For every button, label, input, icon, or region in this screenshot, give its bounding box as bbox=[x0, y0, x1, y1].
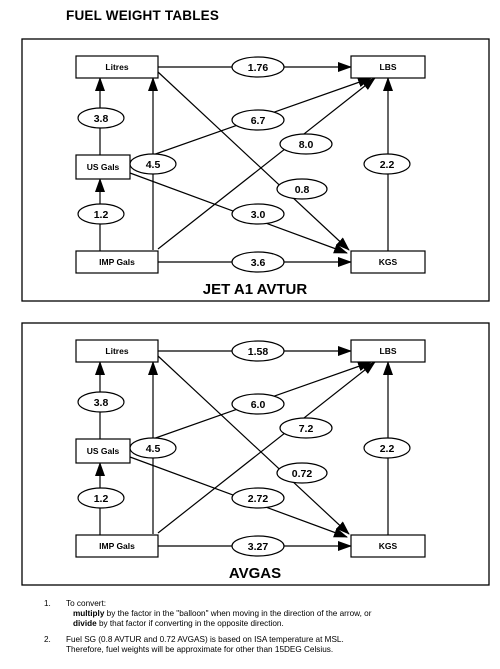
note-2: 2. Fuel SG (0.8 AVTUR and 0.72 AVGAS) is… bbox=[44, 635, 484, 655]
factor-balloon-usgals-lbs: 6.7 bbox=[231, 109, 285, 131]
diagram-title: JET A1 AVTUR bbox=[203, 281, 308, 298]
unit-label: US Gals bbox=[87, 446, 120, 456]
unit-box-usgals: US Gals bbox=[75, 438, 131, 464]
conversion-arrow bbox=[157, 355, 350, 535]
unit-box-litres: Litres bbox=[75, 339, 159, 363]
multiply-text: by the factor in the "balloon" when movi… bbox=[104, 609, 372, 619]
multiply-word: multiply bbox=[73, 609, 105, 619]
factor-value: 0.72 bbox=[292, 468, 313, 480]
factor-value: 3.0 bbox=[251, 209, 266, 221]
note-intro: To convert: bbox=[66, 599, 107, 608]
factor-value: 1.76 bbox=[248, 62, 269, 74]
factor-value: 4.5 bbox=[146, 443, 161, 455]
factor-balloon-impgals-litres: 4.5 bbox=[129, 437, 177, 459]
note-text: Therefore, fuel weights will be approxim… bbox=[66, 644, 334, 654]
unit-box-usgals: US Gals bbox=[75, 154, 131, 180]
notes: 1. To convert: multiply by the factor in… bbox=[44, 599, 484, 660]
unit-label: IMP Gals bbox=[99, 257, 135, 267]
unit-box-kgs: KGS bbox=[350, 250, 426, 274]
factor-value: 0.8 bbox=[295, 184, 310, 196]
diagram-title: AVGAS bbox=[229, 565, 281, 582]
unit-label: IMP Gals bbox=[99, 541, 135, 551]
factor-value: 2.2 bbox=[380, 159, 395, 171]
note-divide-line: divide by that factor if converting in t… bbox=[66, 619, 484, 629]
factor-balloon-impgals-litres: 4.5 bbox=[129, 153, 177, 175]
factor-value: 3.8 bbox=[94, 397, 109, 409]
divide-text: by that factor if converting in the oppo… bbox=[96, 619, 284, 629]
factor-value: 2.72 bbox=[248, 493, 269, 505]
factor-value: 4.5 bbox=[146, 159, 161, 171]
factor-value: 3.6 bbox=[251, 257, 266, 269]
factor-value: 3.8 bbox=[94, 113, 109, 125]
unit-label: KGS bbox=[379, 257, 398, 267]
page-title: FUEL WEIGHT TABLES bbox=[66, 8, 220, 23]
conversion-arrow bbox=[157, 361, 376, 534]
conversion-arrow bbox=[157, 77, 376, 250]
factor-balloon-litres-kgs: 0.72 bbox=[276, 462, 328, 484]
factor-value: 7.2 bbox=[299, 423, 314, 435]
factor-balloon-impgals-usgals: 1.2 bbox=[77, 203, 125, 225]
factor-value: 1.2 bbox=[94, 209, 109, 221]
unit-label: LBS bbox=[380, 62, 397, 72]
factor-balloon-impgals-usgals: 1.2 bbox=[77, 487, 125, 509]
unit-label: Litres bbox=[105, 346, 128, 356]
unit-box-lbs: LBS bbox=[350, 339, 426, 363]
factor-balloon-usgals-litres: 3.8 bbox=[77, 391, 125, 413]
note-text: Fuel SG (0.8 AVTUR and 0.72 AVGAS) is ba… bbox=[66, 634, 344, 644]
unit-box-lbs: LBS bbox=[350, 55, 426, 79]
factor-value: 6.0 bbox=[251, 399, 266, 411]
unit-label: KGS bbox=[379, 541, 398, 551]
diagram-frame bbox=[21, 322, 490, 586]
unit-box-kgs: KGS bbox=[350, 534, 426, 558]
factor-value: 1.2 bbox=[94, 493, 109, 505]
factor-value: 8.0 bbox=[299, 139, 314, 151]
unit-box-impgals: IMP Gals bbox=[75, 250, 159, 274]
factor-value: 6.7 bbox=[251, 115, 266, 127]
note-1: 1. To convert: multiply by the factor in… bbox=[44, 599, 484, 630]
factor-balloon-usgals-kgs: 3.0 bbox=[231, 203, 285, 225]
factor-balloon-impgals-kgs: 3.27 bbox=[231, 535, 285, 557]
factor-value: 1.58 bbox=[248, 346, 269, 358]
factor-balloon-litres-kgs: 0.8 bbox=[276, 178, 328, 200]
unit-label: Litres bbox=[105, 62, 128, 72]
divide-word: divide bbox=[73, 619, 97, 629]
factor-value: 3.27 bbox=[248, 541, 269, 553]
factor-balloon-litres-lbs: 1.58 bbox=[231, 340, 285, 362]
factor-balloon-usgals-lbs: 6.0 bbox=[231, 393, 285, 415]
diagram-frame bbox=[21, 38, 490, 302]
conversion-arrow bbox=[157, 71, 350, 251]
factor-balloon-kgs-lbs: 2.2 bbox=[363, 437, 411, 459]
note-number: 1. bbox=[44, 599, 51, 608]
factor-balloon-impgals-lbs: 8.0 bbox=[279, 133, 333, 155]
factor-balloon-impgals-kgs: 3.6 bbox=[231, 251, 285, 273]
note-number: 2. bbox=[44, 634, 51, 644]
unit-label: LBS bbox=[380, 346, 397, 356]
note-multiply-line: multiply by the factor in the "balloon" … bbox=[66, 609, 484, 619]
factor-balloon-usgals-kgs: 2.72 bbox=[231, 487, 285, 509]
unit-box-impgals: IMP Gals bbox=[75, 534, 159, 558]
factor-balloon-kgs-lbs: 2.2 bbox=[363, 153, 411, 175]
unit-box-litres: Litres bbox=[75, 55, 159, 79]
factor-balloon-impgals-lbs: 7.2 bbox=[279, 417, 333, 439]
factor-balloon-usgals-litres: 3.8 bbox=[77, 107, 125, 129]
factor-value: 2.2 bbox=[380, 443, 395, 455]
factor-balloon-litres-lbs: 1.76 bbox=[231, 56, 285, 78]
unit-label: US Gals bbox=[87, 162, 120, 172]
